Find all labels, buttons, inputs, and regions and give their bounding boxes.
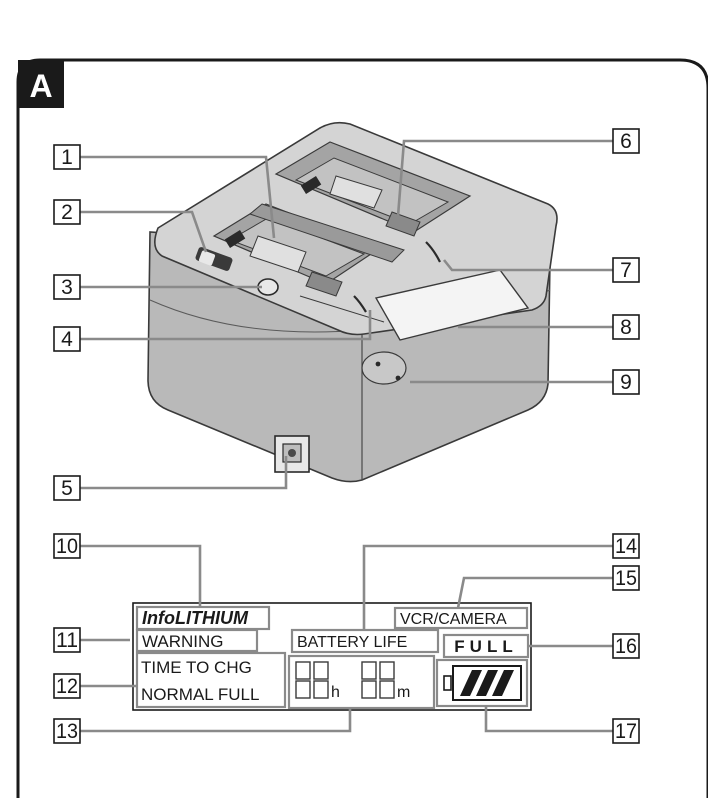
lcd-vcr-camera-label: VCR/CAMERA (400, 611, 507, 628)
lcd-minutes-unit: m (397, 684, 410, 701)
callout-13: 13 (53, 718, 81, 744)
svg-text:16: 16 (615, 635, 637, 658)
callout-16: 16 (612, 633, 640, 659)
lamp-indicators (361, 351, 407, 385)
mode-switch[interactable] (195, 246, 234, 271)
svg-text:10: 10 (56, 535, 78, 558)
leader-lines (80, 139, 613, 733)
display-window (374, 269, 530, 341)
svg-text:14: 14 (615, 535, 637, 558)
charge-lamp-front (353, 295, 367, 313)
svg-text:15: 15 (615, 567, 637, 590)
svg-text:6: 6 (620, 130, 632, 153)
svg-text:5: 5 (61, 477, 73, 500)
callout-4: 4 (53, 326, 81, 352)
callout-6: 6 (612, 128, 640, 154)
lcd-time-to-chg-label: TIME TO CHG (141, 658, 252, 677)
battery-level-icon (443, 665, 522, 701)
callout-14: 14 (612, 533, 640, 559)
svg-text:11: 11 (56, 629, 78, 652)
svg-text:A: A (29, 68, 52, 104)
lcd-hours-unit: h (331, 684, 340, 701)
svg-text:2: 2 (61, 201, 73, 224)
callout-2: 2 (53, 199, 81, 225)
svg-text:13: 13 (56, 720, 78, 743)
panel-label: A (18, 60, 64, 108)
lcd-infolithium-logo: InfoLITHIUM (142, 608, 249, 628)
svg-text:9: 9 (620, 371, 632, 394)
callout-17: 17 (612, 718, 640, 744)
lcd-time-digits (295, 661, 395, 699)
svg-text:12: 12 (56, 675, 78, 698)
callout-9: 9 (612, 369, 640, 395)
lcd-warning-label: WARNING (142, 632, 224, 651)
charger-device (147, 121, 558, 483)
svg-text:8: 8 (620, 316, 632, 339)
lcd-display: InfoLITHIUM WARNING TIME TO CHG NORMAL F… (132, 602, 532, 711)
callout-1: 1 (53, 144, 81, 170)
lcd-normal-full-label: NORMAL FULL (141, 685, 259, 704)
callout-11: 11 (53, 627, 81, 653)
svg-text:1: 1 (61, 146, 73, 169)
lcd-battery-life-label: BATTERY LIFE (297, 634, 407, 651)
callout-8: 8 (612, 314, 640, 340)
lcd-full-label: FULL (454, 637, 517, 656)
svg-text:3: 3 (61, 276, 73, 299)
svg-text:17: 17 (615, 720, 637, 743)
svg-text:4: 4 (61, 328, 73, 351)
dc-in-jack[interactable] (274, 435, 310, 473)
svg-text:7: 7 (620, 259, 632, 282)
callout-10: 10 (53, 533, 81, 559)
callout-5: 5 (53, 475, 81, 501)
callout-3: 3 (53, 274, 81, 300)
callout-7: 7 (612, 257, 640, 283)
callout-12: 12 (53, 673, 81, 699)
charge-lamp-rear (425, 241, 441, 263)
callout-15: 15 (612, 565, 640, 591)
